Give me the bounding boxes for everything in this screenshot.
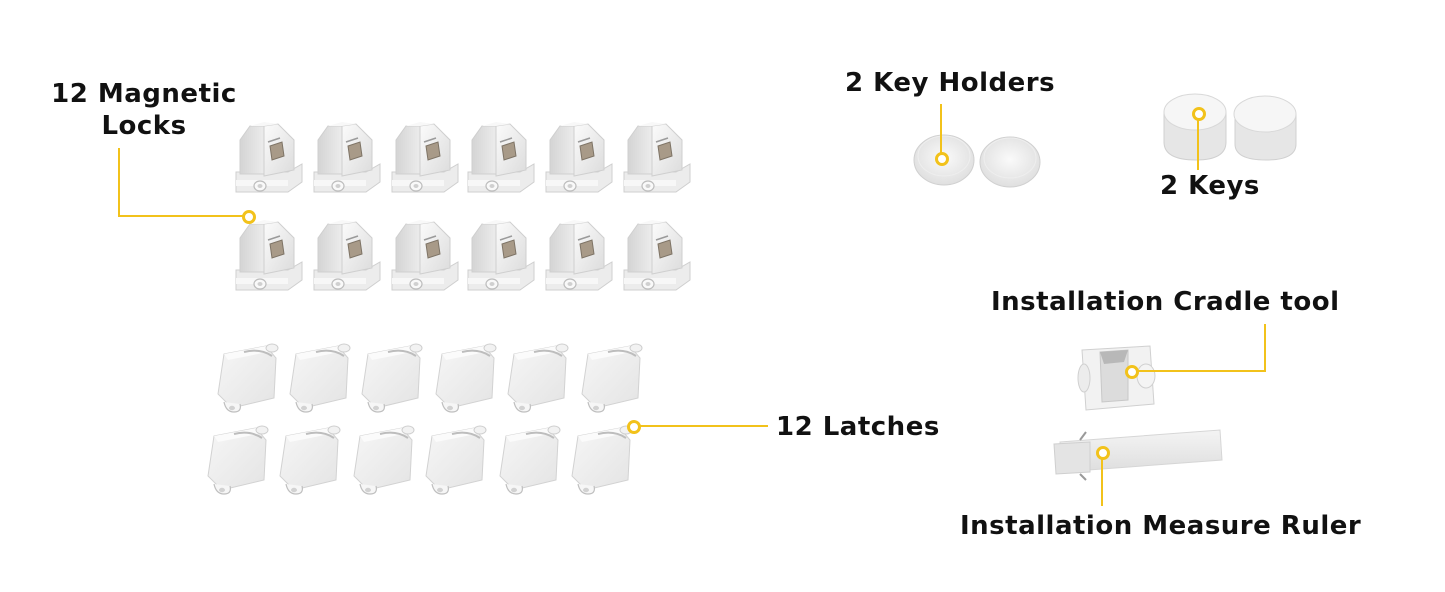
magnetic-locks-label: 12 Magnetic Locks xyxy=(50,78,238,142)
cradle-tool-leader-horizontal xyxy=(1136,370,1266,372)
cradle-tool-label: Installation Cradle tool xyxy=(991,287,1340,317)
magnetic-locks-callout-dot xyxy=(242,210,256,224)
latches-group xyxy=(207,343,643,495)
measure-ruler-callout-dot xyxy=(1096,446,1110,460)
measure-ruler xyxy=(1053,429,1223,481)
key-holders-group xyxy=(913,134,1041,188)
latches-label: 12 Latches xyxy=(776,412,940,442)
measure-ruler-leader xyxy=(1101,456,1103,506)
cradle-tool-callout-dot xyxy=(1125,365,1139,379)
cradle-tool xyxy=(1077,345,1156,411)
key-holders-leader xyxy=(940,104,942,154)
latches-leader xyxy=(638,425,768,427)
magnetic-locks-label-line1: 12 Magnetic xyxy=(51,79,237,109)
latches-callout-dot xyxy=(627,420,641,434)
keys-label: 2 Keys xyxy=(1160,171,1260,201)
magnetic-locks-label-line2: Locks xyxy=(101,111,187,141)
magnetic-locks-leader-horizontal xyxy=(118,215,244,217)
magnetic-locks-leader-vertical xyxy=(118,148,120,216)
key-holders-callout-dot xyxy=(935,152,949,166)
magnetic-locks-group xyxy=(235,121,691,291)
cradle-tool-leader-vertical xyxy=(1264,324,1266,372)
key-holders-label: 2 Key Holders xyxy=(845,68,1056,98)
measure-ruler-label: Installation Measure Ruler xyxy=(960,511,1362,541)
keys-group xyxy=(1163,93,1297,161)
keys-callout-dot xyxy=(1192,107,1206,121)
keys-leader xyxy=(1197,118,1199,170)
